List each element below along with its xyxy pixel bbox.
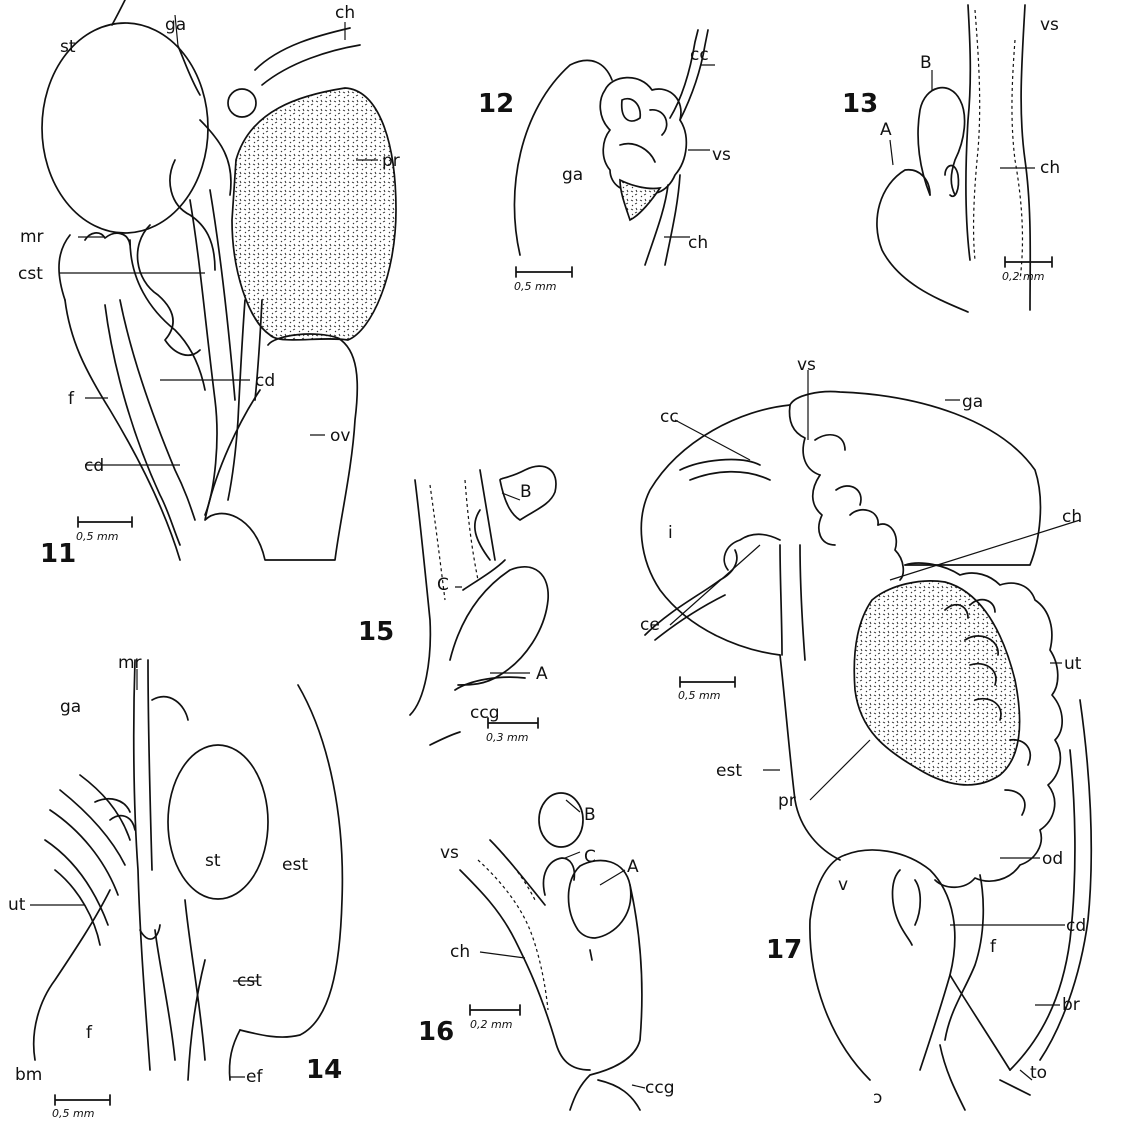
fig13-label-A: A (880, 120, 892, 140)
fig14-scale-label: 0,5 mm (52, 1107, 94, 1120)
fig17-label-pr: pr (778, 791, 796, 811)
fig17-drawing (641, 370, 1091, 1110)
fig14-label-mr: mr (118, 653, 142, 673)
fig12-scale-bar: 0,5 mm (514, 267, 572, 293)
fig17-label-est: est (716, 761, 742, 781)
fig17-label-to: to (1030, 1063, 1047, 1083)
fig14-label-st: st (205, 851, 221, 871)
fig16-lobe-B (539, 793, 583, 847)
fig12-label-ch: ch (688, 233, 708, 253)
fig17-label-ut: ut (1064, 654, 1082, 674)
fig17-scale-bar: 0,5 mm (678, 677, 735, 702)
fig11-label-ch: ch (335, 3, 355, 23)
fig11-label-cd2: cd (84, 456, 104, 476)
fig14-label-cst: cst (237, 971, 262, 991)
fig11-label-ov: ov (330, 426, 350, 446)
fig17-number: 17 (766, 935, 802, 965)
fig11-label-cst: cst (18, 264, 43, 284)
fig15-number: 15 (358, 617, 394, 647)
figure-17: vs cc ga i ch ce ut est pr od v cd f br … (640, 355, 1091, 1110)
fig14-label-est: est (282, 855, 308, 875)
fig17-label-cd: cd (1066, 916, 1086, 936)
fig17-label-ga: ga (962, 392, 983, 412)
fig11-scale-label: 0,5 mm (76, 530, 118, 543)
fig17-label-cc: cc (660, 407, 679, 427)
fig17-label-f: f (990, 937, 997, 957)
figure-12: cc ga vs ch 0,5 mm 12 (478, 30, 731, 293)
figure-15: B C A ccg 0,3 mm 15 (358, 466, 556, 745)
fig11-drawing (42, 0, 396, 560)
fig17-label-od: od (1042, 849, 1063, 869)
fig12-label-vs: vs (712, 145, 731, 165)
figure-11: st ga ch pr mr cst cd f cd ov 0,5 mm 11 (18, 0, 400, 569)
fig12-label-ga: ga (562, 165, 583, 185)
fig16-scale-bar: 0,2 mm (470, 1005, 520, 1031)
fig13-scale-label: 0,2 mm (1002, 270, 1044, 283)
fig12-drawing (514, 30, 715, 265)
fig15-label-C: C (437, 575, 449, 595)
figure-13: vs B A ch 0,2 mm 13 (842, 5, 1060, 312)
fig14-number: 14 (306, 1055, 342, 1085)
fig11-scale-bar: 0,5 mm (76, 517, 132, 543)
fig12-scale-label: 0,5 mm (514, 280, 556, 293)
fig14-scale-bar: 0,5 mm (52, 1095, 110, 1120)
figure-16: vs B C A ch ccg 0,2 mm 16 (418, 793, 674, 1110)
fig16-number: 16 (418, 1017, 454, 1047)
fig11-label-st: st (60, 37, 76, 57)
fig11-number: 11 (40, 539, 76, 569)
fig17-label-i: i (668, 523, 673, 543)
fig17-label-vs: vs (797, 355, 816, 375)
fig17-label-ch: ch (1062, 507, 1082, 527)
fig12-labels: cc ga vs ch (562, 45, 731, 253)
fig16-label-ch: ch (450, 942, 470, 962)
fig12-number: 12 (478, 89, 514, 119)
page-mark: ɔ (873, 1088, 882, 1108)
fig15-label-ccg: ccg (470, 703, 499, 723)
fig17-scale-label: 0,5 mm (678, 689, 720, 702)
fig16-label-A: A (627, 857, 639, 877)
fig13-label-B: B (920, 53, 932, 73)
fig16-label-C: C (584, 847, 596, 867)
fig15-scale-label: 0,3 mm (486, 731, 528, 744)
fig15-label-A: A (536, 664, 548, 684)
fig16-label-ccg: ccg (645, 1078, 674, 1098)
figure-14: mr ga st est ut cst f bm ef 0,5 mm 14 (8, 653, 342, 1120)
fig13-number: 13 (842, 89, 878, 119)
fig14-label-ut: ut (8, 895, 26, 915)
fig13-scale-bar: 0,2 mm (1002, 257, 1052, 283)
fig11-label-mr: mr (20, 227, 44, 247)
fig17-label-v: v (838, 875, 848, 895)
fig14-label-ga: ga (60, 697, 81, 717)
fig15-labels: B C A ccg (437, 482, 548, 723)
fig14-label-ef: ef (246, 1067, 263, 1087)
fig13-label-vs: vs (1040, 15, 1059, 35)
fig15-label-B: B (520, 482, 532, 502)
fig16-label-B: B (584, 805, 596, 825)
fig14-label-f: f (86, 1023, 93, 1043)
fig16-scale-label: 0,2 mm (470, 1018, 512, 1031)
fig11-label-cd1: cd (255, 371, 275, 391)
fig11-label-ga: ga (165, 15, 186, 35)
fig16-label-vs: vs (440, 843, 459, 863)
fig13-drawing (877, 5, 1035, 312)
fig12-label-cc: cc (690, 45, 709, 65)
fig11-label-f: f (68, 389, 75, 409)
fig13-label-ch: ch (1040, 158, 1060, 178)
fig14-labels: mr ga st est ut cst f bm ef (8, 653, 308, 1087)
fig17-label-ce: ce (640, 615, 660, 635)
fig14-label-bm: bm (15, 1065, 42, 1085)
fig17-label-br: br (1062, 995, 1080, 1015)
fig11-label-pr: pr (382, 151, 400, 171)
